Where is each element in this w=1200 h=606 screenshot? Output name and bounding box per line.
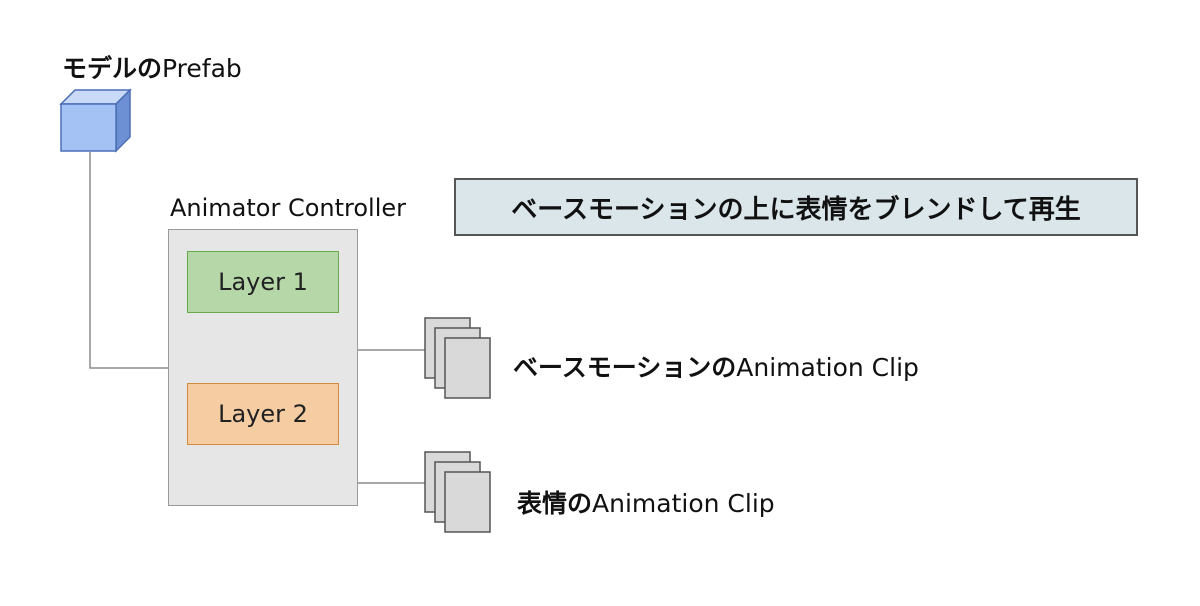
expression-clip-label: 表情のAnimation Clip — [517, 491, 775, 516]
layer-2-box: Layer 2 — [187, 383, 339, 445]
base-motion-clip-label: ベースモーションのAnimation Clip — [513, 355, 919, 380]
clip-1-label-bold: ベースモーションの — [513, 353, 737, 382]
prefab-to-controller-line — [89, 152, 168, 369]
clip-2-label-bold: 表情の — [517, 489, 593, 518]
file-stack-icon — [424, 317, 491, 399]
animator-controller-label: Animator Controller — [170, 194, 407, 222]
prefab-label-bold: モデルの — [62, 54, 163, 83]
clip-2-label-regular: Animation Clip — [592, 489, 775, 518]
headline-text: ベースモーションの上に表情をブレンドして再生 — [511, 194, 1081, 225]
file-stack-icon — [424, 451, 491, 533]
layer-1-box: Layer 1 — [187, 251, 339, 313]
cube-icon — [59, 88, 132, 153]
prefab-label-regular: Prefab — [162, 54, 242, 83]
prefab-label: モデルのPrefab — [62, 56, 242, 81]
layer-2-label: Layer 2 — [218, 400, 308, 428]
layer-1-label: Layer 1 — [218, 268, 308, 296]
headline-box: ベースモーションの上に表情をブレンドして再生 — [454, 178, 1138, 236]
clip-1-label-regular: Animation Clip — [736, 353, 919, 382]
